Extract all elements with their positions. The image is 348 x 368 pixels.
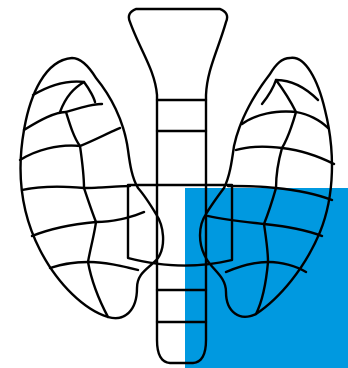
left-lobule-line-12 (50, 262, 138, 270)
left-lobule-line-9 (84, 188, 96, 222)
left-lobule-line-8 (22, 186, 130, 190)
left-lobule-line-6 (20, 146, 80, 160)
right-lobule-line-5 (236, 147, 334, 164)
left-lobule-line-4 (66, 112, 80, 146)
left-lobe (20, 58, 163, 318)
left-lobule-line-11 (88, 222, 96, 262)
left-lobule-line-5 (80, 128, 120, 146)
right-lobule-line-2 (262, 80, 296, 112)
right-lobule-line-4 (282, 112, 296, 148)
left-lobule-line-3 (24, 104, 102, 130)
right-lobule-line-3 (242, 112, 328, 129)
left-lobule-line-7 (80, 146, 84, 188)
right-lobule-line-6 (276, 148, 282, 188)
